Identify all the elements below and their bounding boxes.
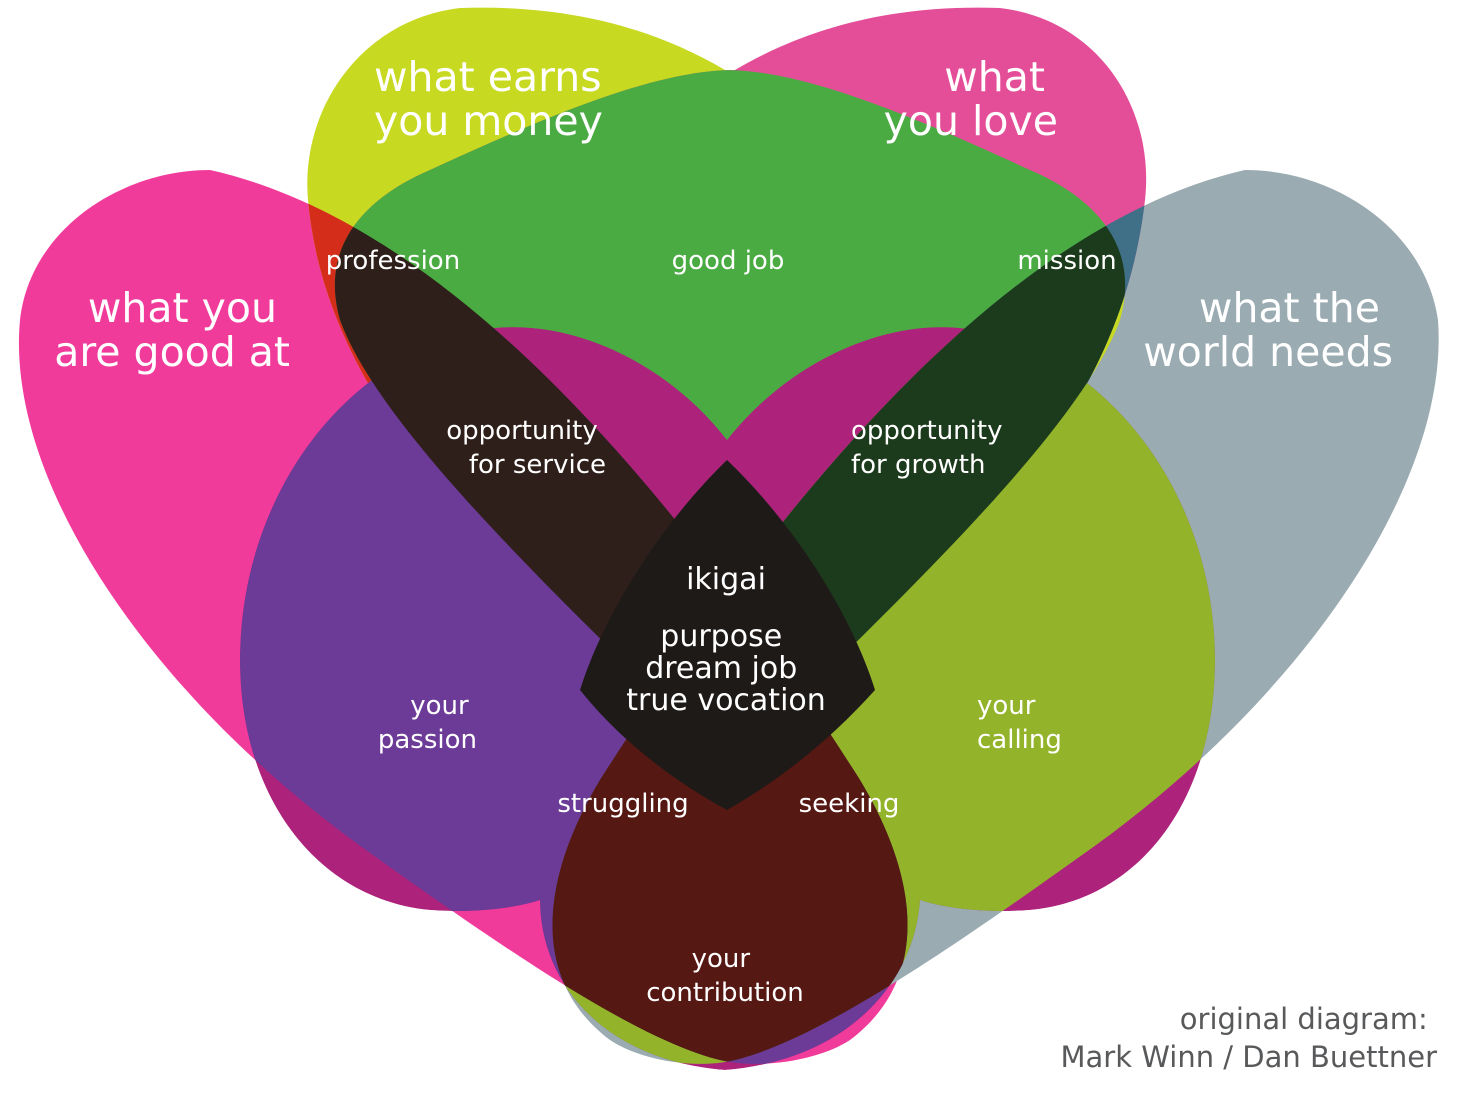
label-opportunity-service: opportunity for service bbox=[446, 416, 606, 480]
label-profession: profession bbox=[326, 246, 460, 276]
label-world: what the world needs bbox=[1143, 284, 1393, 376]
label-struggling: struggling bbox=[557, 789, 688, 819]
label-calling: your calling bbox=[977, 691, 1062, 755]
label-seeking: seeking bbox=[799, 789, 900, 819]
label-good-job: good job bbox=[672, 246, 785, 276]
label-opportunity-growth: opportunity for growth bbox=[851, 416, 1011, 480]
region-ikigai bbox=[580, 460, 875, 810]
label-ikigai: ikigai bbox=[686, 562, 766, 597]
label-passion: your passion bbox=[378, 691, 477, 755]
credit-text: original diagram: Mark Winn / Dan Buettn… bbox=[1061, 1002, 1438, 1074]
label-money: what earns you money bbox=[374, 53, 615, 145]
label-contribution: your contribution bbox=[646, 944, 804, 1008]
label-purpose: purpose dream job true vocation bbox=[626, 619, 826, 718]
label-good: what you are good at bbox=[54, 284, 290, 376]
label-mission: mission bbox=[1017, 246, 1116, 276]
label-love: what you love bbox=[884, 53, 1058, 145]
